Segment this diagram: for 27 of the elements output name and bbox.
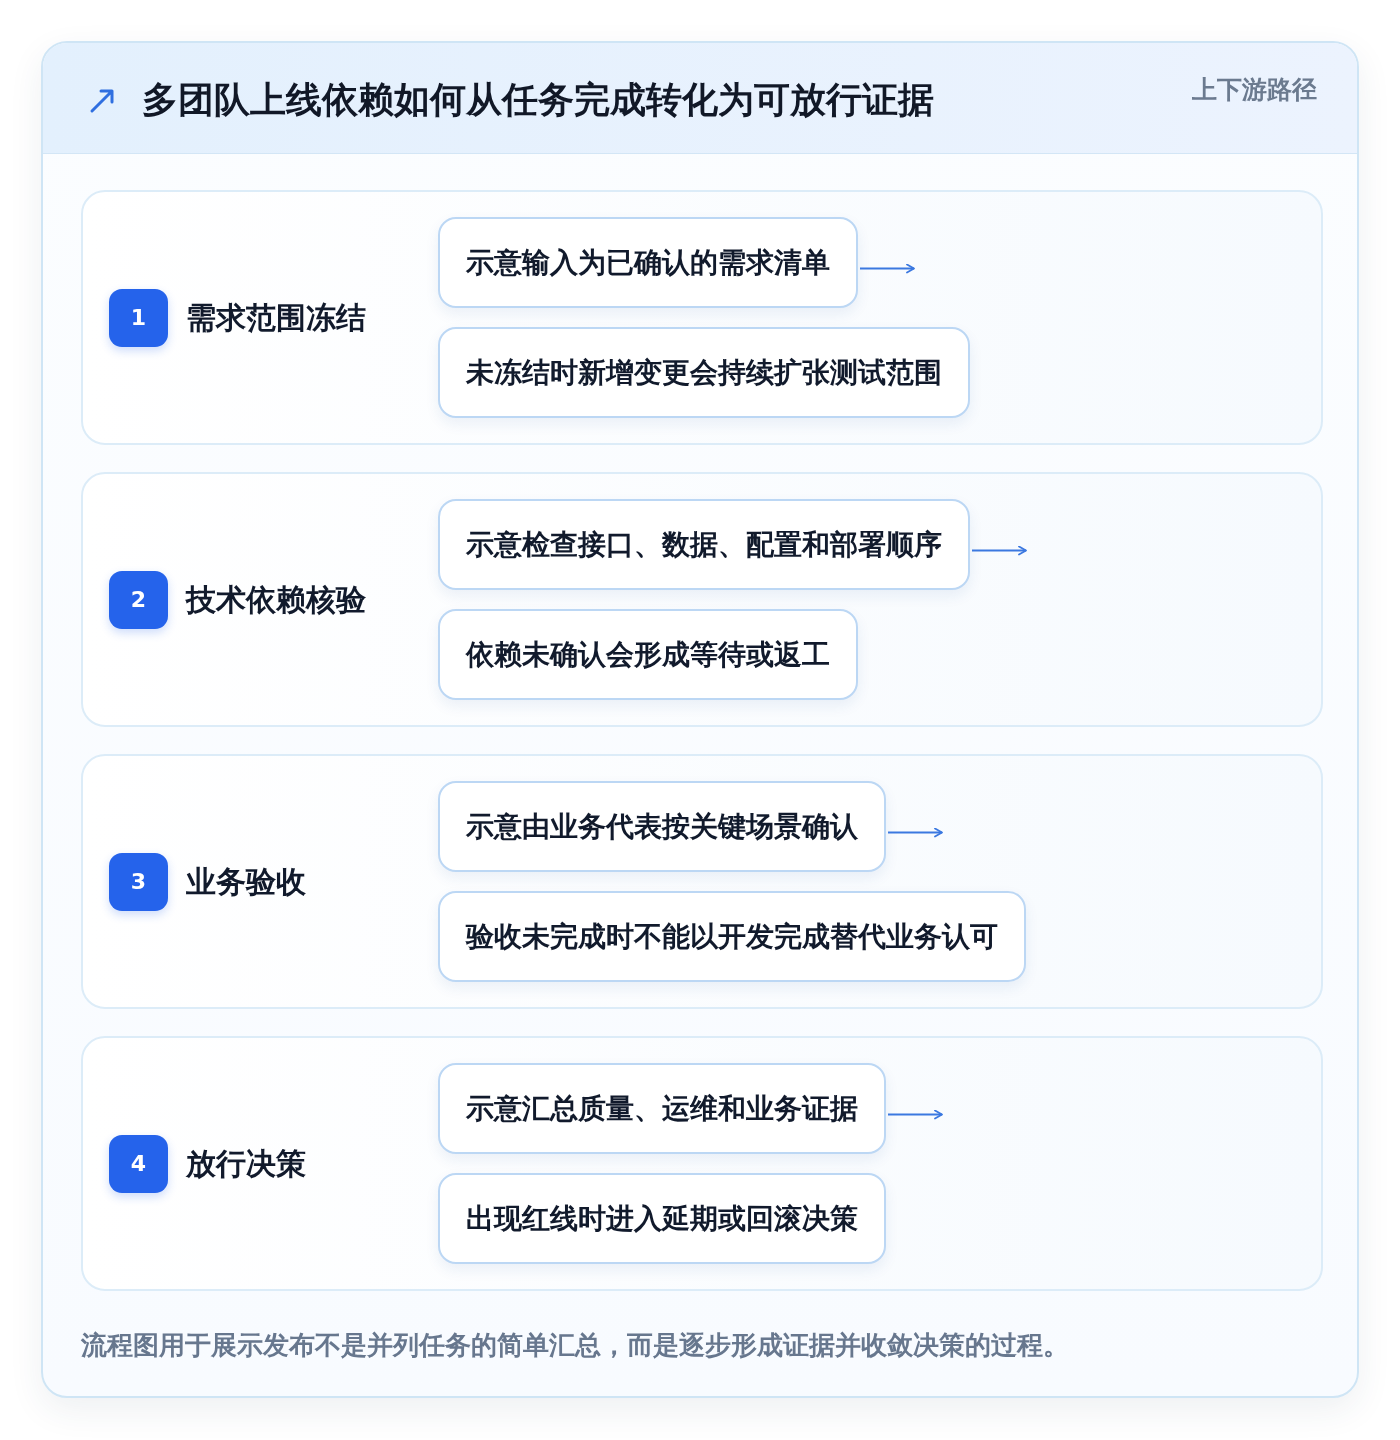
step-number-badge: 3 [109,853,168,911]
stage-title: 业务验收 [186,863,306,901]
arrow [859,263,915,274]
note-card: 示意由业务代表按关键场景确认 [438,781,886,872]
arrow [887,827,943,838]
caption-text: 流程图用于展示发布不是并列任务的简单汇总，而是逐步形成证据并收敛决策的过程。 [81,1329,1069,1362]
stage-title: 需求范围冻结 [186,299,366,337]
stage-panel [81,190,1323,445]
note-card: 示意输入为已确认的需求清单 [438,217,858,308]
note-card: 依赖未确认会形成等待或返工 [438,609,858,700]
note-card: 示意检查接口、数据、配置和部署顺序 [438,499,970,590]
stage-panel [81,1036,1323,1291]
stage-title: 技术依赖核验 [186,581,366,619]
stage-panel [81,472,1323,727]
diagram-title: 多团队上线依赖如何从任务完成转化为可放行证据 [142,78,934,122]
note-card: 示意汇总质量、运维和业务证据 [438,1063,886,1154]
step-number-badge: 2 [109,571,168,629]
note-card: 未冻结时新增变更会持续扩张测试范围 [438,327,970,418]
step-number-badge: 4 [109,1135,168,1193]
arrow [887,1109,943,1120]
note-card: 出现红线时进入延期或回滚决策 [438,1173,886,1264]
step-number-badge: 1 [109,289,168,347]
header-tag-text: 上下游路径 [1192,74,1317,106]
stage-panel [81,754,1323,1009]
note-card: 验收未完成时不能以开发完成替代业务认可 [438,891,1026,982]
arrow [971,545,1027,556]
stage-title: 放行决策 [186,1145,306,1183]
